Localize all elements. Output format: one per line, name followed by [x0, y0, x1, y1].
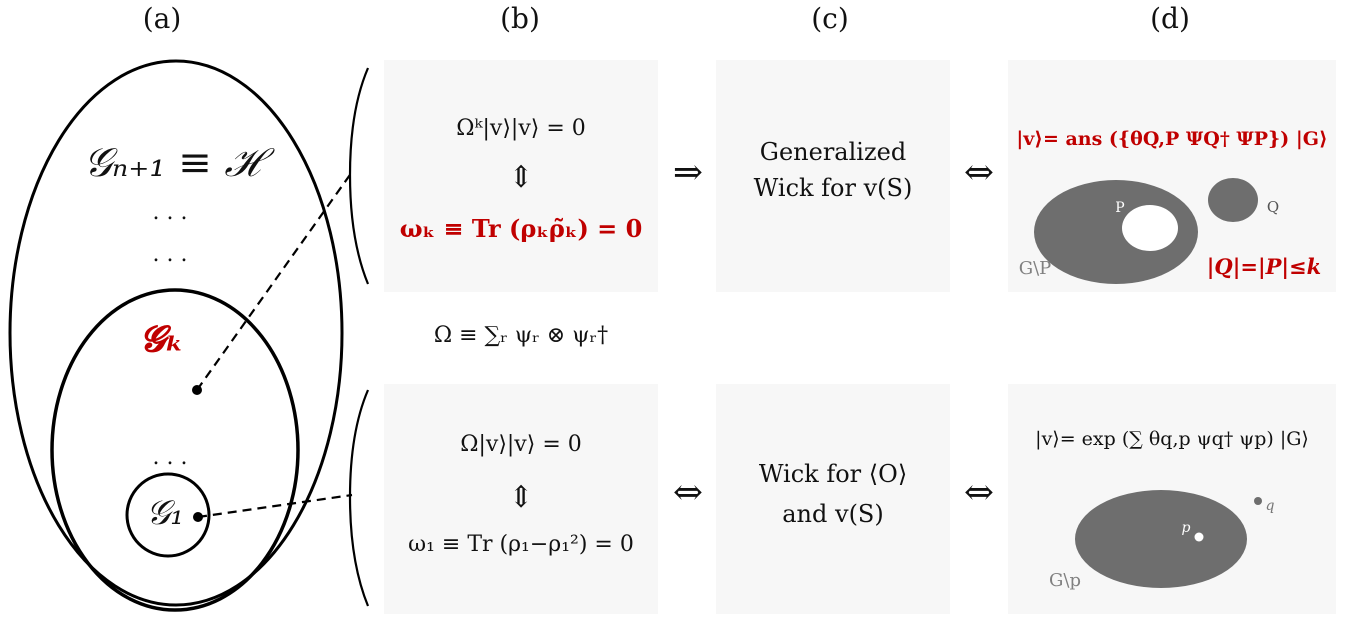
d-top-formula: |v⟩= ans ({θQ,P ΨQ† ΨP}) |G⟩	[1016, 128, 1328, 150]
b-bottom-line1: Ω|v⟩|v⟩ = 0	[460, 432, 582, 457]
panel-c-bottom	[716, 384, 950, 614]
panel-b-bottom	[384, 384, 658, 614]
bracket-top	[348, 67, 370, 285]
panel-c-top	[716, 60, 950, 292]
blob-g-bottom	[1075, 490, 1247, 588]
arrow-bottom-c-to-d: ⇔	[963, 472, 995, 513]
b-bottom-equiv-arrow: ⇕	[508, 480, 534, 515]
omega-definition: Ω ≡ ∑ᵣ ψᵣ ⊗ ψᵣ†	[433, 323, 609, 348]
middle-set-label: 𝓖ₖ	[139, 318, 185, 360]
middle-set-ellipse	[50, 288, 300, 612]
point-p	[1194, 532, 1204, 542]
point-q	[1254, 497, 1262, 505]
c-top-line1: Generalized	[759, 138, 907, 166]
dashed-connector-bottom	[197, 493, 353, 519]
panel-b-top	[384, 60, 658, 292]
inner-set-circle	[125, 472, 211, 558]
label-G-minus-p: G\p	[1049, 570, 1081, 591]
dots-row-1: . . .	[152, 200, 188, 225]
arrow-top-c-to-d: ⇔	[963, 152, 995, 193]
dots-row-3: . . .	[152, 445, 188, 470]
arrow-top-b-to-c: ⇒	[672, 152, 704, 193]
b-top-line2: ωₖ ≡ Tr (ρₖρ̃ₖ) = 0	[399, 214, 643, 243]
label-q: q	[1265, 498, 1275, 514]
c-bottom-line1: Wick for ⟨O⟩	[758, 460, 908, 488]
dots-row-2: . . .	[152, 242, 188, 267]
blob-q-top	[1208, 178, 1258, 222]
label-P: P	[1115, 200, 1125, 216]
b-top-equiv-arrow: ⇕	[508, 160, 534, 195]
outer-set-label: 𝒢ₙ₊₁ ≡ ℋ	[83, 140, 261, 186]
b-bottom-line2: ω₁ ≡ Tr (ρ₁−ρ₁²) = 0	[408, 532, 634, 557]
label-G-minus-P: G\P	[1018, 258, 1052, 279]
label-Q: Q	[1266, 198, 1280, 216]
blob-p-hole	[1122, 205, 1178, 251]
outer-set-ellipse	[8, 59, 344, 607]
arrow-bottom-b-to-c: ⇔	[672, 472, 704, 513]
d-bottom-formula: |v⟩= exp (∑ θq,p ψq† ψp) |G⟩	[1035, 428, 1309, 450]
label-p: p	[1181, 520, 1191, 536]
c-bottom-line2: and v(S)	[782, 500, 884, 528]
panel-label-d: (d)	[1150, 2, 1190, 35]
bracket-bottom	[348, 389, 370, 607]
panel-label-a: (a)	[142, 2, 182, 35]
panel-label-b: (b)	[500, 2, 540, 35]
inner-set-label: 𝒢₁	[146, 493, 184, 533]
c-top-line2: Wick for v(S)	[753, 174, 913, 202]
b-top-line1: Ωᵏ|v⟩|v⟩ = 0	[456, 116, 586, 141]
d-top-condition: |Q|=|P|≤k	[1206, 254, 1322, 279]
panel-label-c: (c)	[811, 2, 849, 35]
